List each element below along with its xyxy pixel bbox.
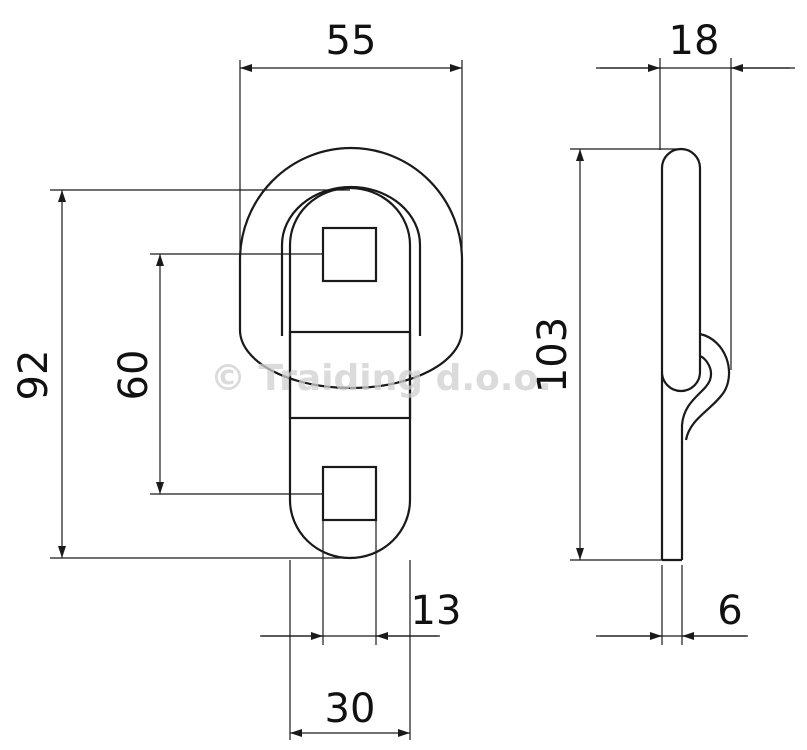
dim-label-30: 30	[325, 686, 376, 732]
dimension-lines	[58, 64, 795, 737]
side-strap	[660, 147, 702, 560]
front-view	[238, 146, 464, 560]
dim-label-92: 92	[11, 350, 57, 401]
fold-band	[288, 330, 412, 420]
hole-upper	[321, 226, 378, 283]
d-ring-outer	[238, 146, 464, 390]
hole-lower	[321, 465, 378, 522]
dim-label-55: 55	[326, 18, 377, 64]
dim-label-13: 13	[411, 588, 462, 634]
dim-label-103: 103	[530, 317, 576, 393]
side-ring-loop	[680, 354, 713, 560]
dim-label-6: 6	[717, 588, 742, 634]
watermark-text: © Traiding d.o.o.	[210, 358, 552, 399]
extension-lines	[50, 58, 732, 740]
dimension-labels: 55 18 92 60 103 13 30 6	[11, 18, 743, 732]
dim-label-18: 18	[669, 18, 720, 64]
side-view	[660, 147, 731, 562]
side-ring-outer	[684, 332, 731, 441]
dim-label-60: 60	[111, 350, 157, 401]
